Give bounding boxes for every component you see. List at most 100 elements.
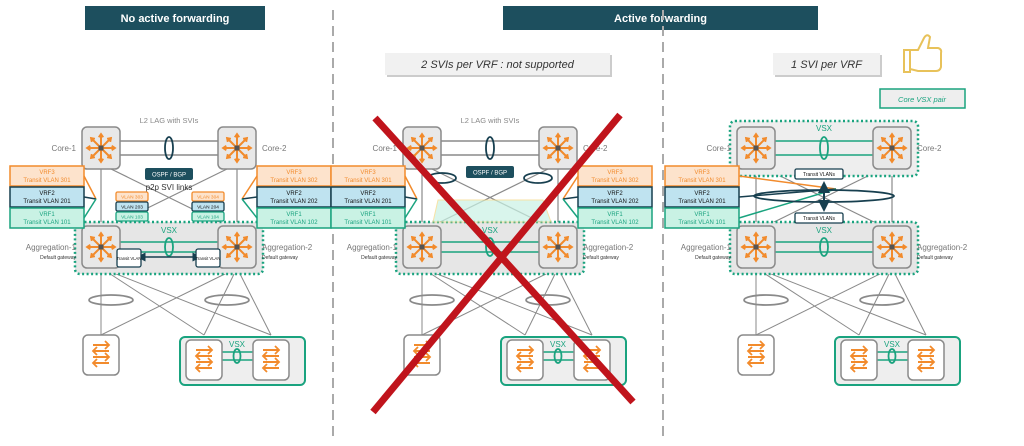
router-arrowhead [410,252,417,259]
link-line [100,267,238,336]
router-arrowhead [242,136,249,143]
access-switch-icon [252,339,290,381]
transit-vlans-box-frame [794,168,844,180]
vsx-label: VSX [816,124,833,133]
router-arrowhead [89,252,96,259]
router-arrowhead [563,235,570,242]
router-arrowhead [410,136,417,143]
switch-arrowhead [849,363,856,373]
transit-vlans-box-text: Transit VLANs [803,172,836,178]
router-arrowhead [761,153,768,160]
switch-arrowhead [528,345,535,355]
ospf-bgp-badge [466,166,514,178]
vrf-name: VRF3 [39,170,55,176]
link-line [755,267,893,336]
router-icon [872,225,912,269]
router-arrowhead [744,153,751,160]
switch-arrowhead [849,351,856,361]
switch-arrowhead [759,340,766,350]
router-icon [81,126,121,170]
p2p-svi-label: p2p SVI links [146,183,193,192]
router-arrowhead [242,252,249,259]
aggregation-vsx-box [728,220,920,276]
switch-arrowhead [274,345,281,355]
vsx-label: VSX [550,340,567,349]
lag-ellipse-icon [523,172,553,184]
core-vsx-pair-text: Core VSX pair [898,95,946,104]
vsx-label: VSX [482,226,499,235]
switch-arrowhead [759,352,766,362]
router-arrowhead [89,136,96,143]
router-arrowhead [418,132,426,138]
lag-ellipse-icon [485,136,495,160]
router-arrowhead [427,235,434,242]
cross-icon [372,115,636,405]
transit-vlan-box: Transit VLAN [116,248,142,268]
router-arrowhead [554,158,562,164]
aggregation1-label: Aggregation-1 [26,243,77,252]
vrf-pointer [562,198,579,219]
router-icon [402,225,442,269]
lag-ellipse-icon [553,348,563,364]
l2-lag-label: L2 LAG with SVIs [461,116,520,125]
switch-arrowhead [515,363,522,373]
transit-vlans-box-frame [794,212,844,224]
p2p-vlan-tag: VLAN 203 [115,201,149,212]
router-arrowhead [97,257,105,263]
core1-label: Core-1 [707,144,732,153]
router-arrowhead [427,136,434,143]
router-arrowhead [897,153,904,160]
vrf-transit-vlan: Transit VLAN 301 [678,178,726,184]
access-switch-icon [82,334,120,376]
router-arrowhead [888,132,896,138]
transit-vlan-frame [116,248,142,268]
p2p-vlan-tag: VLAN 103 [115,211,149,222]
router-core [555,244,561,250]
link-line [421,267,526,336]
transit-vlan-frame [195,248,221,268]
router-arrowhead [225,153,232,160]
router-arrowhead [888,158,896,164]
router-arrowhead [880,153,887,160]
router-arrowhead [546,136,553,143]
core2-label: Core-2 [917,144,942,153]
vrf-pointer [83,196,97,200]
switch-arrowhead [261,363,268,373]
link-line [100,267,272,336]
router-core [889,244,895,250]
link-line [236,267,272,336]
switch-arrowhead [207,345,214,355]
aggregation1-label: Aggregation-1 [347,243,398,252]
router-arrowhead [111,243,117,251]
router-arrowhead [89,235,96,242]
subtitle-box [385,53,610,75]
vrf-name: VRF2 [360,191,376,197]
default-gateway-label: Default gateway [262,255,298,261]
router-icon [736,225,776,269]
router-arrowhead [418,158,426,164]
vrf-transit-vlan: Transit VLAN 102 [591,220,639,226]
vsx-label: VSX [816,226,833,235]
router-arrowhead [563,252,570,259]
p2p-vlan-tag-text: VLAN 104 [197,215,219,221]
router-arrowhead [97,231,105,237]
p2p-vlan-tag: VLAN 104 [191,211,225,222]
core1-label: Core-1 [373,144,398,153]
router-icon [217,126,257,170]
link-line [100,267,205,336]
vrf-transit-vlan: Transit VLAN 101 [23,220,71,226]
thumbs-up-icon [903,34,943,73]
p2p-vlan-tag-text: VLAN 304 [197,195,219,201]
switch-arrowhead [862,345,869,355]
router-icon [538,126,578,170]
link-line [557,267,593,336]
router-arrowhead [880,136,887,143]
p2p-vlan-tag-text: VLAN 103 [121,215,143,221]
vrf-name: VRF1 [607,212,623,218]
p2p-vlan-tag-frame [191,211,225,222]
default-gateway-label: Default gateway [917,255,953,261]
